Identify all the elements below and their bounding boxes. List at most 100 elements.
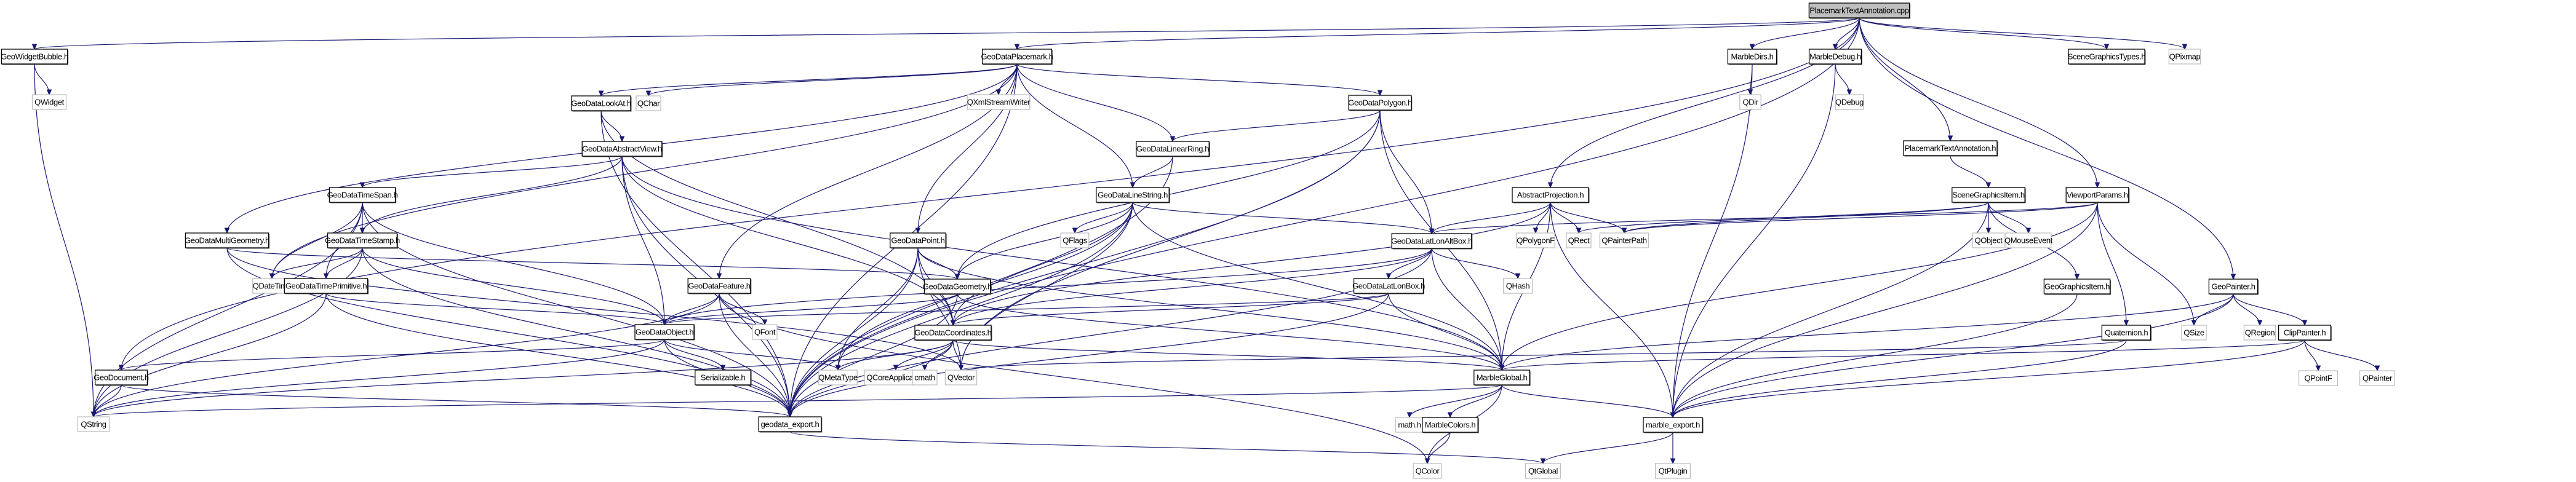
edge-line (1132, 202, 1432, 234)
edge-GeoDataTimeStamp-to-GeoDataTimePrimitive (323, 247, 363, 280)
node-quaternion[interactable]: Quaternion.h (2101, 325, 2152, 341)
node-label: GeoDataLookAt.h (571, 99, 631, 108)
node-geo-data-polygon[interactable]: GeoDataPolygon.h (1348, 95, 1413, 111)
node-box[interactable] (2101, 325, 2151, 341)
node-box (1502, 278, 1533, 294)
node-geo-data-abstract-view[interactable]: GeoDataAbstractView.h (581, 141, 663, 157)
node-box[interactable] (329, 187, 396, 203)
edge-GeoDataAbstractView-to-GeoDataTimeSpan (359, 156, 623, 189)
node-placemark-text-annotation-h[interactable]: PlacemarkTextAnnotation.h (1903, 140, 1998, 157)
node-marble-colors[interactable]: MarbleColors.h (1422, 417, 1479, 433)
edge-line (121, 339, 665, 371)
node-box[interactable] (1391, 233, 1472, 249)
node-geo-data-feature[interactable]: GeoDataFeature.h (687, 278, 752, 294)
node-box[interactable] (185, 232, 269, 248)
node-box[interactable] (2043, 279, 2111, 294)
node-geo-data-line-string[interactable]: GeoDataLineString.h (1096, 187, 1170, 203)
node-box[interactable] (571, 95, 631, 111)
node-geo-data-coordinates[interactable]: GeoDataCoordinates.h (914, 325, 992, 341)
node-box[interactable] (2278, 325, 2332, 341)
edge-line (1132, 156, 1173, 188)
node-geo-data-time-span[interactable]: GeoDataTimeSpan.h (327, 187, 398, 203)
node-box[interactable] (581, 141, 663, 157)
node-box[interactable] (1808, 2, 1910, 18)
arrowhead-icon (224, 227, 230, 234)
node-geo-data-object[interactable]: GeoDataObject.h (634, 324, 695, 341)
node-qxml-stream-writer: QXmlStreamWriter (967, 94, 1031, 110)
arrowhead-icon (2257, 320, 2263, 326)
arrowhead-icon (787, 411, 793, 418)
arrowhead-icon (1533, 227, 1539, 234)
node-geo-data-linear-ring[interactable]: GeoDataLinearRing.h (1136, 141, 1210, 157)
node-box[interactable] (634, 324, 695, 340)
node-label: QDebug (1835, 98, 1864, 107)
node-box[interactable] (1096, 187, 1170, 203)
node-scene-graphics-item[interactable]: SceneGraphicsItem.h (1952, 187, 2026, 203)
arrowhead-icon (1072, 227, 1078, 234)
node-label: marble_export.h (1646, 421, 1700, 430)
node-box[interactable] (2068, 49, 2145, 65)
node-serializable[interactable]: Serializable.h (695, 369, 752, 386)
edge-line (1672, 202, 1989, 418)
node-box[interactable] (981, 49, 1053, 65)
node-box[interactable] (1, 49, 68, 65)
node-qpolygon-f: QPolygonF (1516, 232, 1555, 248)
node-box[interactable] (2065, 187, 2129, 203)
node-geo-graphics-item[interactable]: GeoGraphicsItem.h (2043, 279, 2111, 295)
edge-GeoDataPolygon-to-GeoDataLinearRing (1170, 109, 1381, 143)
node-geo-widget-bubble[interactable]: GeoWidgetBubble.h (1, 49, 68, 65)
edge-GeoPainter-to-QRegion (2233, 293, 2263, 326)
node-geodata_export[interactable]: geodata_export.h (758, 416, 823, 433)
node-marble-debug[interactable]: MarbleDebug.h (1808, 49, 1862, 65)
node-box[interactable] (284, 278, 369, 294)
node-label: QtGlobal (1528, 467, 1558, 476)
node-geo-data-geometry[interactable]: GeoDataGeometry.h (923, 279, 992, 295)
node-root[interactable]: PlacemarkTextAnnotation.cpp (1808, 2, 1911, 19)
node-scene-graphics-types[interactable]: SceneGraphicsTypes.h (2068, 49, 2146, 65)
node-qfont: QFont (752, 324, 778, 340)
node-box[interactable] (1348, 95, 1412, 111)
node-clip-painter[interactable]: ClipPainter.h (2278, 325, 2332, 341)
node-geo-data-placemark[interactable]: GeoDataPlacemark.h (981, 49, 1053, 65)
node-box[interactable] (1727, 49, 1777, 65)
node-box[interactable] (2208, 279, 2259, 294)
edge-AbstractProjection-to-QRect (1550, 202, 1582, 234)
node-box (2298, 370, 2339, 386)
node-marble-dirs[interactable]: MarbleDirs.h (1727, 49, 1778, 65)
node-geo-painter[interactable]: GeoPainter.h (2208, 279, 2259, 295)
node-box[interactable] (695, 369, 751, 385)
node-box[interactable] (94, 369, 148, 385)
node-marble_export[interactable]: marble_export.h (1643, 417, 1704, 433)
node-box[interactable] (1808, 49, 1862, 65)
node-box[interactable] (890, 232, 946, 248)
node-geo-document[interactable]: GeoDocument.h (94, 369, 149, 386)
node-box[interactable] (914, 325, 992, 341)
node-geo-data-multi-geometry[interactable]: GeoDataMultiGeometry.h (185, 232, 269, 249)
node-geo-data-look-at[interactable]: GeoDataLookAt.h (571, 95, 632, 112)
node-box[interactable] (1473, 369, 1530, 385)
node-box[interactable] (1512, 187, 1589, 203)
node-label: QString (81, 420, 106, 429)
node-box[interactable] (1643, 417, 1703, 433)
node-qhash: QHash (1502, 278, 1533, 294)
edge-line (1501, 339, 2305, 371)
node-box[interactable] (1136, 141, 1210, 157)
node-geo-data-lat-lon-box[interactable]: GeoDataLatLonBox.h (1352, 278, 1425, 294)
node-geo-data-time-stamp[interactable]: GeoDataTimeStamp.h (325, 232, 400, 249)
node-box[interactable] (758, 416, 822, 432)
node-box[interactable] (327, 232, 398, 248)
node-box[interactable] (687, 278, 751, 294)
node-marble-global[interactable]: MarbleGlobal.h (1473, 369, 1531, 386)
node-geo-data-point[interactable]: GeoDataPoint.h (890, 232, 947, 249)
node-viewport-params[interactable]: ViewportParams.h (2065, 187, 2130, 203)
node-box[interactable] (1353, 278, 1424, 294)
node-box[interactable] (923, 279, 991, 294)
edge-line (1431, 248, 1518, 279)
node-box[interactable] (1952, 187, 2025, 203)
node-box[interactable] (1422, 417, 1478, 433)
node-geo-data-lat-lon-alt-box[interactable]: GeoDataLatLonAltBox.h (1391, 233, 1472, 250)
node-box[interactable] (1903, 140, 1998, 156)
node-geo-data-time-primitive[interactable]: GeoDataTimePrimitive.h (284, 278, 369, 294)
node-abstract-projection[interactable]: AbstractProjection.h (1512, 187, 1590, 203)
node-label: cmath (914, 373, 935, 382)
